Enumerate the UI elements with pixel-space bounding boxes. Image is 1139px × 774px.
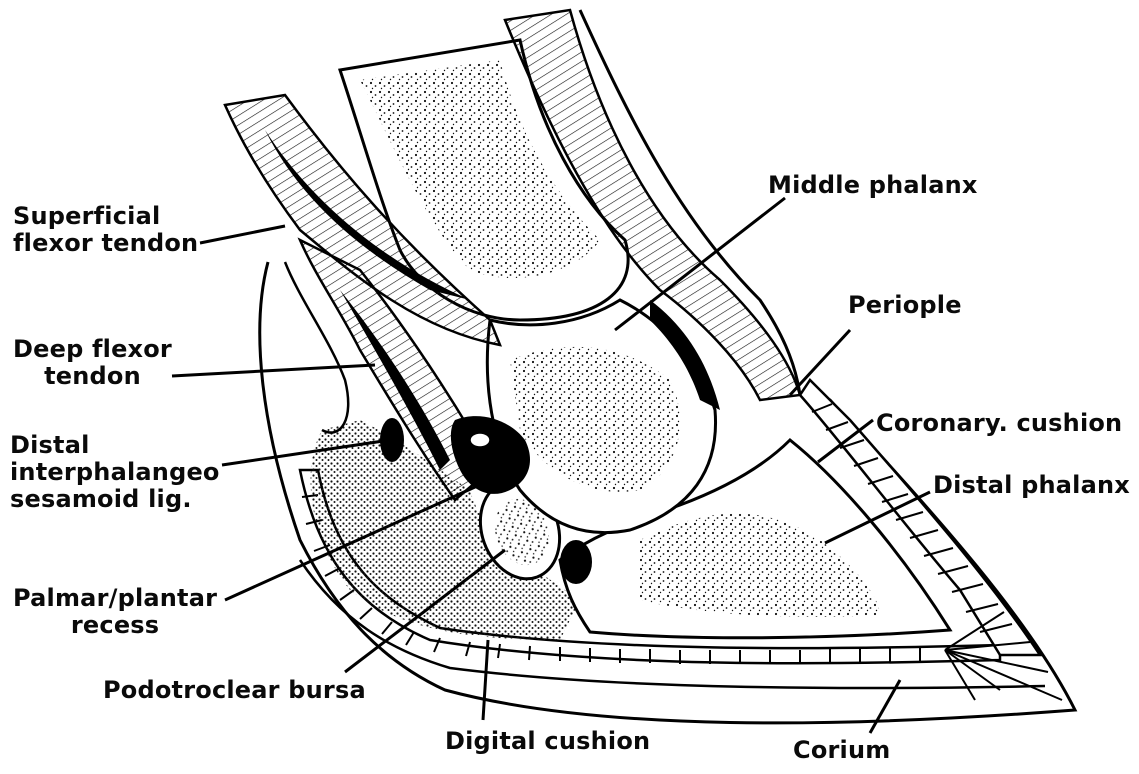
- label-palmar-line-2: recess: [13, 612, 217, 639]
- label-distal-interphalangeo-sesamoid-lig: Distal interphalangeo sesamoid lig.: [10, 432, 220, 513]
- leader-superficial-flexor: [200, 226, 285, 243]
- label-digital-cushion: Digital cushion: [445, 728, 650, 755]
- label-periople: Periople: [848, 292, 962, 319]
- label-palmar-line-1: Palmar/plantar: [13, 585, 217, 612]
- joint-space-dark: [560, 540, 592, 584]
- label-distal-lig-line-1: Distal: [10, 432, 220, 459]
- label-distal-lig-line-2: interphalangeo: [10, 459, 220, 486]
- label-palmar-plantar-recess: Palmar/plantar recess: [13, 585, 217, 639]
- label-distal-phalanx: Distal phalanx: [933, 472, 1130, 499]
- label-superficial-flexor-tendon: Superficial flexor tendon: [13, 203, 198, 257]
- label-distal-lig-line-3: sesamoid lig.: [10, 486, 220, 513]
- leader-periople: [790, 330, 850, 395]
- label-corium: Corium: [793, 737, 890, 764]
- label-deep-flexor-line-2: tendon: [13, 363, 172, 390]
- bursa-highlight: [470, 433, 490, 447]
- label-podotroclear-bursa: Podotroclear bursa: [103, 677, 366, 704]
- label-superficial-line-2: flexor tendon: [13, 230, 198, 257]
- label-deep-flexor-line-1: Deep flexor: [13, 336, 172, 363]
- leader-digital-cushion: [483, 640, 488, 720]
- label-middle-phalanx: Middle phalanx: [768, 172, 978, 199]
- label-deep-flexor-tendon: Deep flexor tendon: [13, 336, 172, 390]
- label-superficial-line-1: Superficial: [13, 203, 198, 230]
- label-coronary-cushion: Coronary. cushion: [876, 410, 1122, 437]
- leader-deep-flexor: [172, 365, 375, 376]
